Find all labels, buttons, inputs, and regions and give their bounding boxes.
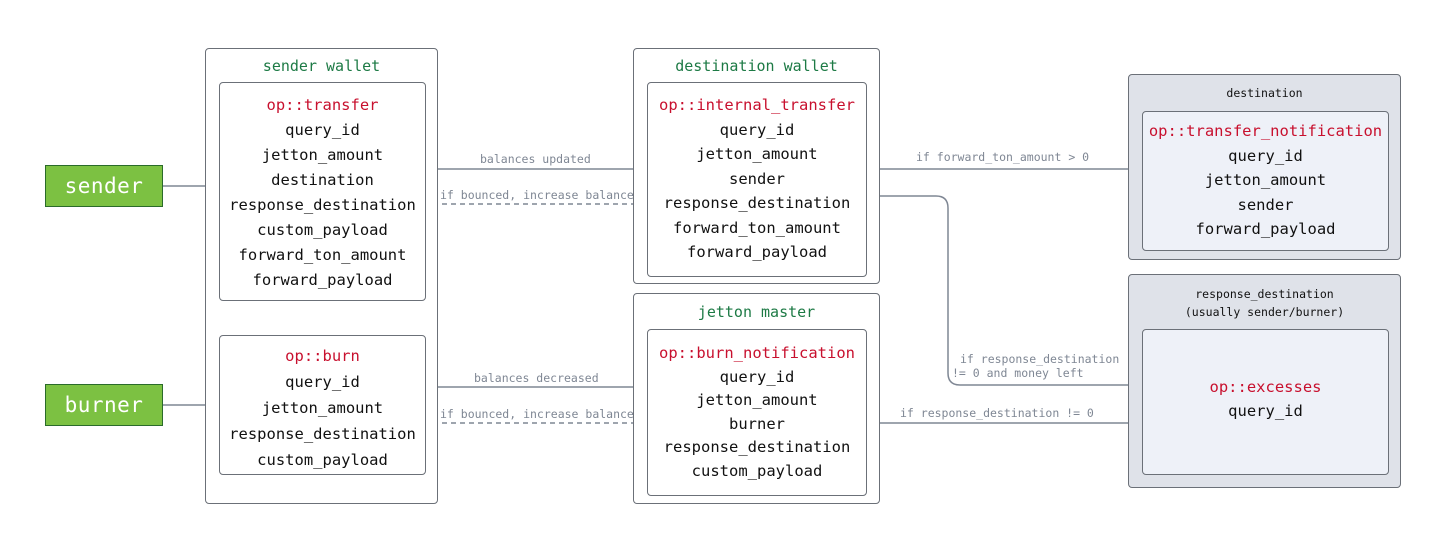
actor-burner: burner <box>45 384 163 426</box>
group-title: sender wallet <box>262 57 381 75</box>
edge-label-response-money-1: if response_destination <box>960 352 1119 366</box>
actor-sender: sender <box>45 165 163 207</box>
group-response-destination: response_destination (usually sender/bur… <box>1128 274 1401 488</box>
message-field: sender <box>729 169 785 188</box>
group-subtitle: (usually sender/burner) <box>1184 305 1345 319</box>
message-field: custom_payload <box>691 461 823 480</box>
message-field: forward_ton_amount <box>673 218 841 237</box>
edge-response-money <box>866 195 1141 390</box>
message-box-excesses: op::excesses query_id <box>1142 329 1389 475</box>
message-op: op::excesses <box>1209 378 1322 396</box>
message-field: query_id <box>719 120 795 139</box>
message-field: forward_payload <box>687 243 827 261</box>
group-destination: destination op::transfer_notification qu… <box>1128 74 1401 260</box>
group-sender-wallet: sender wallet op::transfer query_id jett… <box>205 48 438 504</box>
message-field: jetton_amount <box>261 399 384 417</box>
message-field: jetton_amount <box>261 146 384 164</box>
message-field: jetton_amount <box>696 391 818 410</box>
message-field: query_id <box>285 373 360 391</box>
message-field: query_id <box>719 367 795 386</box>
message-field: burner <box>729 414 785 433</box>
message-field: query_id <box>1228 146 1303 165</box>
message-field: response_destination <box>663 194 851 212</box>
group-title: destination <box>1226 86 1303 100</box>
message-box-transfer-notification: op::transfer_notification query_id jetto… <box>1142 111 1389 251</box>
group-jetton-master: jetton master op::burn_notification quer… <box>633 293 880 504</box>
message-field: forward_payload <box>252 271 393 289</box>
message-field: destination <box>271 171 374 189</box>
message-field: response_destination <box>229 196 416 214</box>
message-op: op::transfer <box>266 96 379 114</box>
edge-label-balances-decreased: balances decreased <box>474 371 599 385</box>
message-box-burn: op::burn query_id jetton_amount response… <box>219 335 426 475</box>
edge-label-forward-ton: if forward_ton_amount > 0 <box>916 150 1089 164</box>
edge-label-response-money-2: != 0 and money left <box>952 366 1084 380</box>
message-field: query_id <box>285 121 360 139</box>
message-field: forward_ton_amount <box>238 246 407 264</box>
message-field: sender <box>1237 195 1294 214</box>
message-op: op::internal_transfer <box>659 96 855 114</box>
edge-label-response-nonzero: if response_destination != 0 <box>900 406 1094 420</box>
message-field: forward_payload <box>1195 220 1336 239</box>
message-box-transfer: op::transfer query_id jetton_amount dest… <box>219 82 426 301</box>
message-field: response_destination <box>663 438 851 457</box>
group-title: response_destination <box>1195 287 1334 301</box>
edge-label-bounced-1: if bounced, increase balance <box>440 188 634 202</box>
edge-label-bounced-2: if bounced, increase balance <box>440 407 634 421</box>
message-box-internal-transfer: op::internal_transfer query_id jetton_am… <box>647 82 867 277</box>
group-destination-wallet: destination wallet op::internal_transfer… <box>633 48 880 284</box>
group-title: destination wallet <box>675 57 838 75</box>
message-op: op::burn_notification <box>659 344 855 362</box>
message-op: op::burn <box>285 347 360 365</box>
message-field: jetton_amount <box>696 145 818 163</box>
message-field: jetton_amount <box>1204 171 1327 190</box>
message-field: custom_payload <box>257 221 388 239</box>
message-field: query_id <box>1228 401 1303 420</box>
message-box-burn-notification: op::burn_notification query_id jetton_am… <box>647 329 867 496</box>
message-field: custom_payload <box>257 451 388 469</box>
edge-label-balances-updated: balances updated <box>480 152 591 166</box>
message-op: op::transfer_notification <box>1148 122 1383 140</box>
message-field: response_destination <box>229 425 416 443</box>
group-title: jetton master <box>697 303 816 321</box>
